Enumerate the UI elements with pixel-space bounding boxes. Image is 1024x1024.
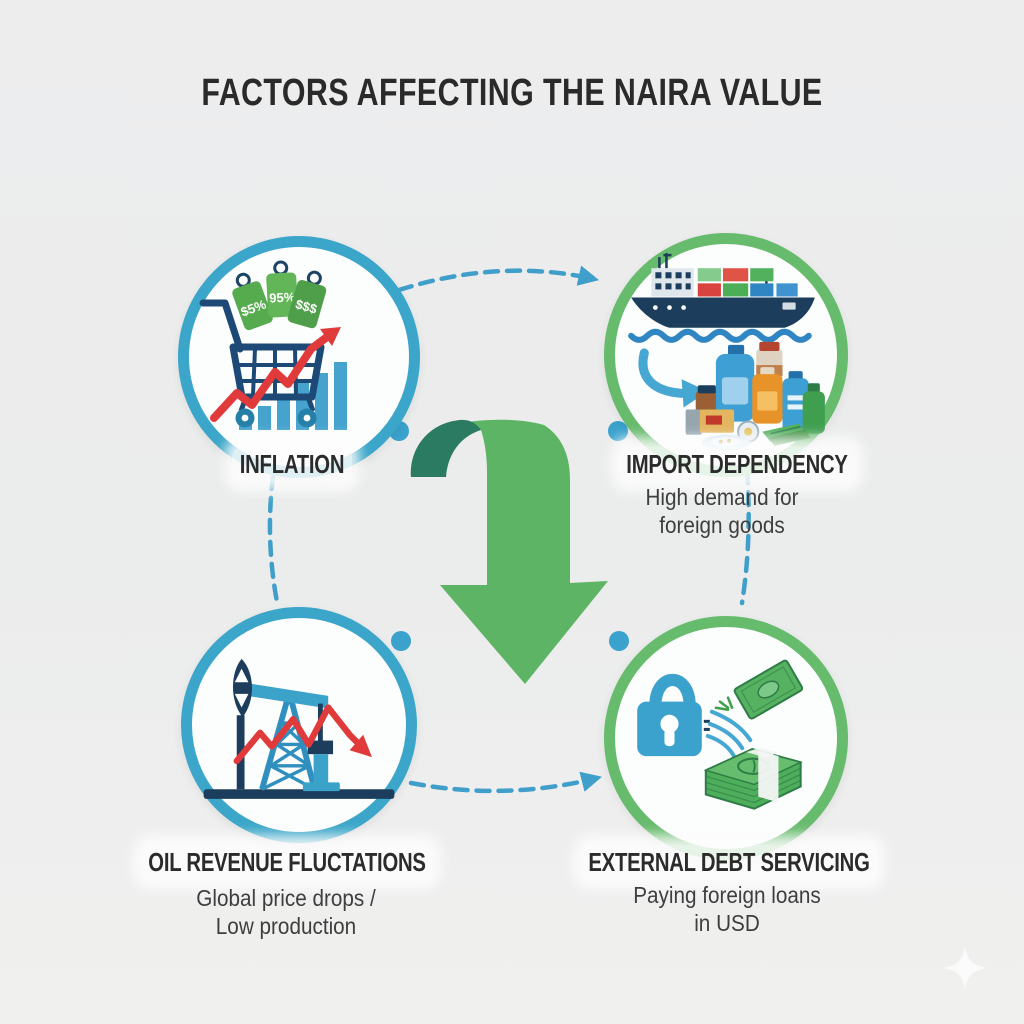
imported-goods [685,341,825,451]
sublabel-line: Paying foreign loans [633,882,821,908]
flying-banknote [733,659,804,720]
factor-label-external-debt: EXTERNAL DEBT SERVICING [580,845,878,880]
factor-circle-inflation: $5% 95% $$$ [178,236,420,478]
sublabel-line: Global price drops / [196,885,376,911]
factor-sublabel-import-dependency: High demand for foreign goods [645,483,798,539]
sublabel-line: Low production [215,913,357,939]
rising-red-arrow [210,327,341,422]
oil-pumpjack-icon [203,658,395,799]
import-flow-arrow [638,348,708,408]
shipping-containers [697,268,798,297]
sea-waves [628,328,812,343]
factor-label-inflation: INFLATION [231,447,353,482]
sparkle-icon [943,946,987,990]
padlock-money-icon [637,659,804,810]
banknote-stack [703,747,803,810]
sublabel-line: foreign goods [659,512,785,538]
price-tag-text: 95% [269,289,296,305]
price-tag-text: $$$ [294,296,320,317]
connector-oil-to-debt [408,771,603,794]
price-tags: $5% 95% $$$ [232,260,327,331]
factor-circle-import-dependency [604,233,848,477]
factor-circle-external-debt [604,616,848,860]
money-motion-arcs [705,709,753,759]
cargo-ship-icon [628,253,825,451]
connector-inflation-to-import [396,265,600,293]
factor-sublabel-oil-revenue: Global price drops / Low production [196,884,375,940]
connector-inflation-to-oil [267,473,281,610]
factor-sublabel-external-debt: Paying foreign loans in USD [633,881,821,937]
falling-red-arrow [233,704,372,765]
sublabel-line: in USD [694,910,760,936]
shopping-cart-icon: $5% 95% $$$ [199,260,347,430]
padlock [637,674,710,757]
factor-label-import-dependency: IMPORT DEPENDENCY [618,447,856,482]
page-title: FACTORS AFFECTING THE NAIRA VALUE [201,72,823,114]
cargo-ship [628,253,815,343]
factor-circle-oil-revenue [181,607,417,843]
money-scribble [714,696,734,712]
factor-label-oil-revenue: OIL REVENUE FLUCTATIONS [140,845,434,880]
sublabel-line: High demand for [645,484,799,510]
depreciation-down-arrow-icon [410,419,608,684]
